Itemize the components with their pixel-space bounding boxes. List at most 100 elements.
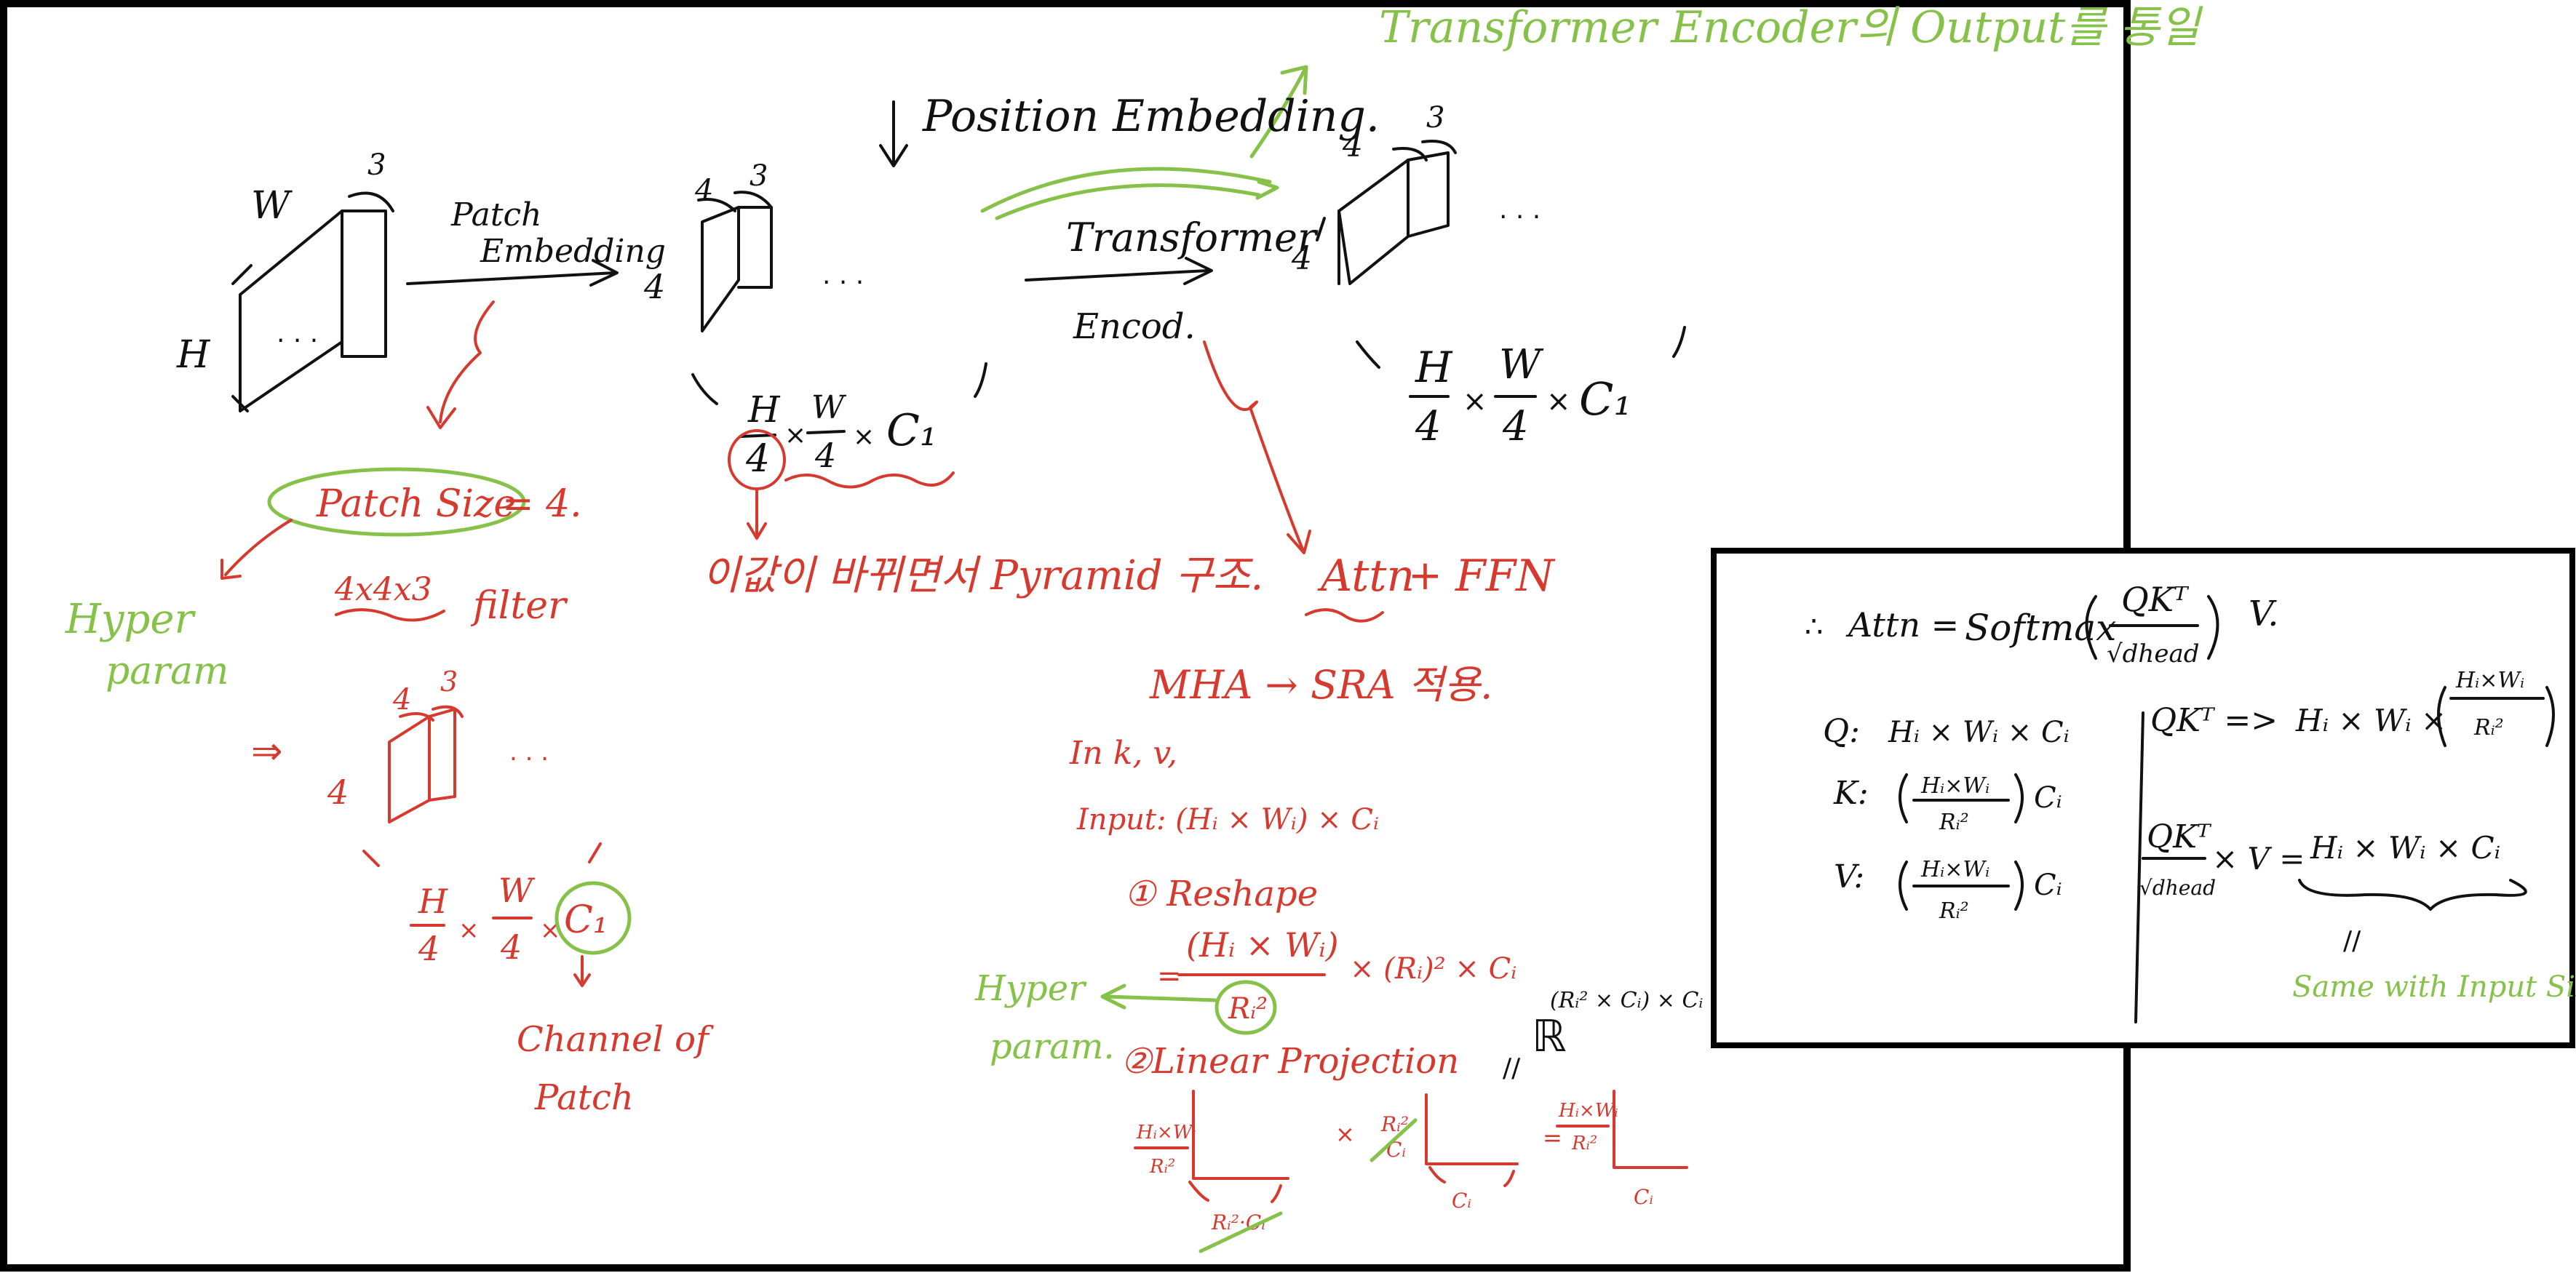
patch-embedding-label-2: Embedding [480, 233, 666, 270]
transformer-attn-arrow [1203, 340, 1311, 554]
inset-k-parens [1899, 773, 2024, 823]
filter-shape-circle [554, 881, 632, 955]
patch-dots: . . . [822, 260, 864, 290]
output-channel-label: 3 [1426, 101, 1444, 135]
hyper-param-mid-1: Hyper [974, 968, 1087, 1009]
sra-step2: ②Linear Projection [1121, 1041, 1459, 1082]
patch-shape-frac-b [806, 430, 846, 434]
output-height-label: 4 [1291, 240, 1312, 277]
matrix-1-num: Hᵢ×Wᵢ [1136, 1122, 1196, 1144]
inset-sqrt-d: √dhead [2107, 639, 2199, 669]
filter-block-dots: . . . [509, 738, 549, 767]
filter-block-channel: 3 [440, 666, 458, 698]
inset-attn-left: Attn = [1845, 605, 1959, 645]
inset-v-num: Hᵢ×Wᵢ [1920, 857, 1989, 882]
matrix-3-num: Hᵢ×Wᵢ [1558, 1100, 1618, 1122]
filter-size-underline [335, 608, 445, 622]
patch-embedding-arrow [406, 259, 619, 287]
patch-shape-w: W [811, 389, 847, 426]
hyper-param-mid-2: param. [990, 1026, 1115, 1067]
matrix-3-bottom: Cᵢ [1634, 1185, 1653, 1209]
filter-shape-w: W [498, 871, 536, 910]
filter-shape-four-a: 4 [418, 929, 440, 968]
inset-qkt-rhs: Hᵢ × Wᵢ × [2295, 703, 2446, 738]
inset-ditto: // [2343, 926, 2361, 956]
channel-note-2: Patch [534, 1077, 634, 1118]
sra-reshape-den: Rᵢ² [1228, 992, 1268, 1026]
inset-v-den: Rᵢ² [1939, 898, 1969, 924]
transformer-arrow [1025, 257, 1213, 285]
sra-reshape-rhs: × (Rᵢ)² × Cᵢ [1350, 952, 1516, 986]
inset-final-den: √dhead [2139, 876, 2216, 900]
output-shape-times-a: × [1463, 385, 1487, 418]
sra-r-space-dims: (Rᵢ² × Cᵢ) × Cᵢ [1550, 988, 1703, 1013]
output-block [1316, 140, 1457, 285]
patch-shape-h: H [747, 388, 781, 431]
patch-size-value: = 4. [502, 482, 582, 526]
output-shape-times-b: × [1546, 385, 1571, 418]
inset-k-c: Cᵢ [2034, 781, 2062, 815]
transformer-top-arcs [980, 167, 1279, 220]
inset-softmax: Softmax [1965, 607, 2116, 649]
inset-same-note: Same with Input Size [2292, 970, 2576, 1004]
sra-input: Input: (Hᵢ × Wᵢ) × Cᵢ [1076, 803, 1379, 837]
position-embedding-arrow [879, 100, 908, 167]
sra-reshape-den-circle [1215, 980, 1277, 1035]
input-c-label: 3 [367, 148, 386, 182]
patch-shape-underline [784, 471, 955, 489]
patch-shape-times-b: × [853, 422, 875, 452]
sra-qkv: In k, v, [1069, 735, 1177, 772]
transformer-label: Transformer [1066, 215, 1319, 260]
inset-paren-left [2085, 595, 2097, 660]
inset-qkt-frac-den: Rᵢ² [2473, 715, 2504, 741]
inset-k-den: Rᵢ² [1939, 810, 1969, 835]
input-image-block [231, 191, 394, 412]
patch-width-label: 4 [694, 174, 713, 207]
inset-therefore: ∴ [1805, 610, 1823, 644]
output-shape-w: W [1499, 341, 1544, 388]
patch-height-label: 4 [643, 267, 665, 306]
filter-size: 4x4x3 [334, 571, 432, 608]
matrix-2-den: Cᵢ [1386, 1138, 1406, 1162]
patch-shape-c: C₁ [886, 405, 937, 456]
filter-block-arrow: ⇒ [251, 730, 283, 773]
patch-embedding-label-1: Patch [450, 196, 542, 234]
inset-divider [2134, 711, 2144, 1023]
inset-qkt-parens [2437, 686, 2555, 747]
input-w-label: W [251, 184, 293, 228]
output-shape-bracket [1356, 326, 1686, 369]
matrix-2 [1425, 1093, 1519, 1187]
output-width-label: 4 [1342, 127, 1363, 164]
inset-v-c: Cᵢ [2034, 869, 2062, 902]
sra-reshape-eq: = [1157, 959, 1182, 993]
attn-label: Attn [1317, 551, 1415, 602]
patch-shape-times-a: × [784, 420, 806, 450]
sra-step1: ① Reshape [1124, 874, 1318, 914]
patch-shape-four-a: 4 [745, 437, 770, 481]
matrix-2-strike [1370, 1118, 1418, 1162]
inset-q-label: Q: [1823, 713, 1860, 750]
matrix-2-bottom: Cᵢ [1452, 1189, 1471, 1213]
patch-size-circle [267, 467, 526, 537]
inset-qkt-lhs: QKᵀ => [2150, 702, 2278, 739]
filter-block-width: 4 [392, 683, 411, 717]
patch-size-label: Patch Size [316, 482, 516, 526]
matrix-equals: = [1543, 1124, 1562, 1152]
output-shape-h: H [1415, 343, 1453, 392]
matrix-1-den: Rᵢ² [1149, 1156, 1175, 1178]
inset-v-label: V: [1834, 858, 1864, 895]
inset-final-brace [2298, 879, 2527, 911]
filter-shape-four-b: 4 [500, 927, 522, 967]
ffn-label: FFN [1455, 551, 1556, 602]
matrix-3-den: Rᵢ² [1571, 1133, 1597, 1154]
inset-qk: QKᵀ [2121, 580, 2190, 619]
inset-q-value: Hᵢ × Wᵢ × Cᵢ [1888, 716, 2070, 749]
sra-r-space-mark: // [1503, 1053, 1521, 1083]
matrix-1-bottom: Rᵢ²·Cᵢ [1211, 1210, 1265, 1234]
position-embedding-label: Position Embedding. [922, 91, 1380, 142]
filter-shape-bracket [362, 842, 602, 867]
attn-plus: + [1408, 552, 1442, 599]
pyramid-note: 이값이 바뀌면서 Pyramid 구조. [702, 552, 1263, 599]
sra-reshape-num: (Hᵢ × Wᵢ) [1186, 925, 1339, 965]
